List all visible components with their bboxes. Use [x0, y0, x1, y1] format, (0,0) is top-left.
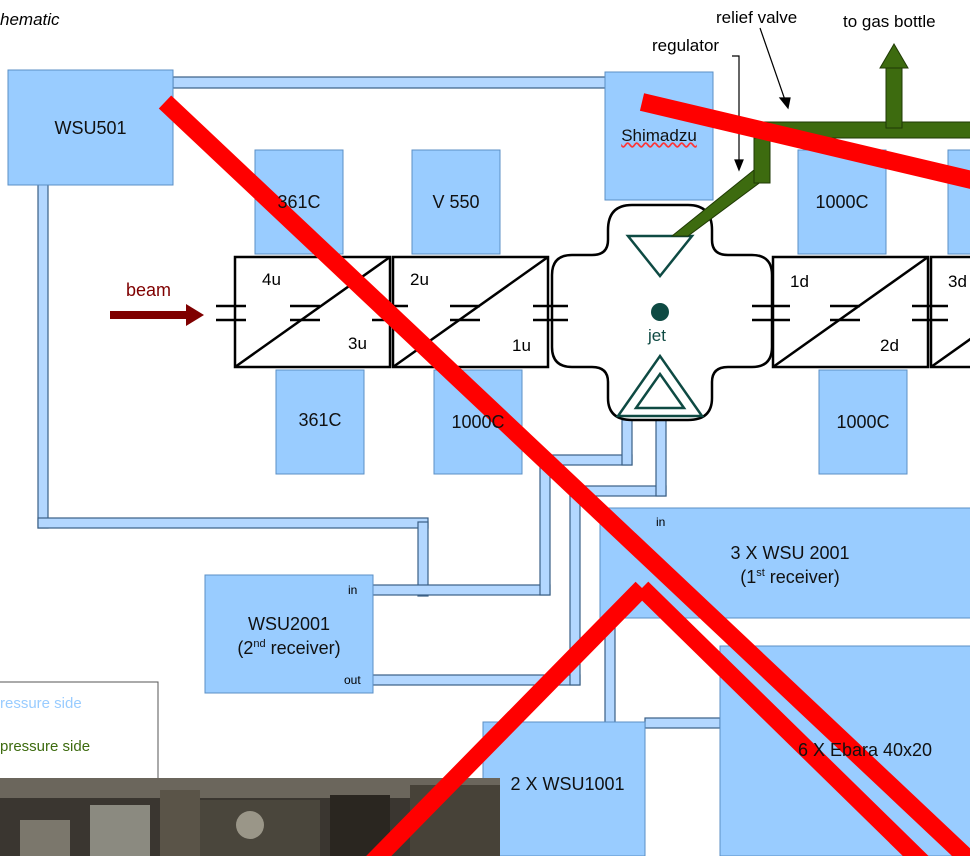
wsu2001-in-port: in	[348, 583, 357, 597]
beam-label: beam	[126, 280, 171, 301]
top-right-partial-box	[948, 150, 970, 254]
wsu1001-label: 2 X WSU1001	[490, 774, 645, 795]
top-1000c-label: 1000C	[798, 192, 886, 213]
bottom-361c-label: 361C	[276, 410, 364, 431]
legend-high-pressure: pressure side	[0, 738, 90, 755]
chamber-2-bottom-label: 1u	[512, 336, 531, 356]
chamber-2-top-label: 2u	[410, 270, 429, 290]
bottom-1000c-left-label: 1000C	[434, 412, 522, 433]
gas-bottle-label: to gas bottle	[843, 12, 936, 32]
wsu501-label: WSU501	[8, 118, 173, 139]
relief-valve-label: relief valve	[716, 8, 797, 28]
wsu2001x3-sub-post: receiver)	[765, 567, 840, 587]
shimadzu-label: Shimadzu	[605, 126, 713, 146]
wsu2001-sub-post: receiver)	[266, 638, 341, 658]
wsu2001-subtitle: (2nd receiver)	[205, 638, 373, 659]
wsu2001x3-in-port: in	[656, 515, 665, 529]
bottom-1000c-right-label: 1000C	[819, 412, 907, 433]
wsu2001-out-port: out	[344, 673, 361, 687]
beam-arrow-icon	[110, 304, 204, 326]
legend-low-pressure: ressure side	[0, 695, 82, 712]
jet-label: jet	[648, 326, 666, 346]
chamber-1-bottom-label: 3u	[348, 334, 367, 354]
chamber-3-top-label: 1d	[790, 272, 809, 292]
v550-label: V 550	[412, 192, 500, 213]
wsu2001x3-subtitle: (1st receiver)	[690, 567, 890, 588]
wsu2001-sub-pre: (2	[237, 638, 253, 658]
jet-point-icon	[651, 303, 669, 321]
chamber-1-top-label: 4u	[262, 270, 281, 290]
chamber-4-top-label: 3d	[948, 272, 967, 292]
regulator-label: regulator	[652, 36, 719, 56]
wsu2001x3-sub-pre: (1	[740, 567, 756, 587]
top-361c-label: 361C	[255, 192, 343, 213]
wsu2001x3-title: 3 X WSU 2001	[690, 543, 890, 564]
ebara-label: 6 X Ebara 40x20	[760, 740, 970, 761]
diagram-title: hematic	[0, 10, 60, 30]
wsu2001-sub-sup: nd	[253, 638, 265, 650]
wsu2001x3-sub-sup: st	[756, 567, 765, 579]
chamber-3-bottom-label: 2d	[880, 336, 899, 356]
wsu2001-title: WSU2001	[205, 614, 373, 635]
